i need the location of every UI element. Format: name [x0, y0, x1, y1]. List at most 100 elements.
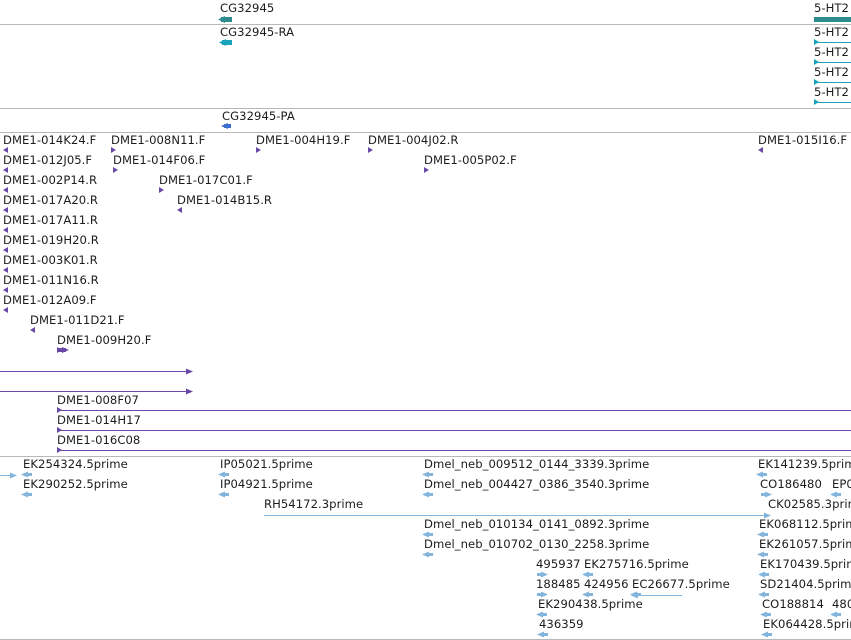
- clone-glyph[interactable]: [0, 368, 194, 375]
- clone-marker[interactable]: [56, 406, 64, 414]
- clone-marker[interactable]: [112, 166, 120, 174]
- est-glyph[interactable]: [533, 570, 549, 579]
- clone-label: DME1-016C08: [57, 433, 141, 447]
- est-glyph[interactable]: [757, 590, 773, 599]
- clone-label: DME1-019H20.R: [3, 233, 99, 247]
- track-separator: [0, 24, 851, 25]
- clone-marker[interactable]: [367, 146, 375, 154]
- est-label: 424956: [584, 577, 629, 591]
- est-glyph[interactable]: [20, 490, 36, 499]
- est-glyph[interactable]: [829, 610, 845, 619]
- clone-marker[interactable]: [255, 146, 263, 154]
- est-glyph[interactable]: [535, 610, 551, 619]
- est-label: EP0: [832, 477, 851, 491]
- transcript-glyph[interactable]: [810, 39, 851, 46]
- clone-label: DME1-002P14.R: [3, 173, 98, 187]
- clone-glyph[interactable]: [53, 447, 851, 454]
- est-glyph[interactable]: [533, 590, 549, 599]
- clone-marker[interactable]: [2, 266, 10, 274]
- est-glyph[interactable]: [217, 470, 233, 479]
- clone-marker[interactable]: [2, 246, 10, 254]
- est-glyph[interactable]: [421, 550, 437, 559]
- est-label: 436359: [539, 617, 584, 631]
- clone-marker[interactable]: [56, 426, 64, 434]
- clone-marker[interactable]: [2, 166, 10, 174]
- transcript-label: 5-HT2: [814, 85, 849, 99]
- clone-marker[interactable]: [56, 446, 64, 454]
- clone-glyph[interactable]: [0, 388, 194, 395]
- est-label: IP04921.5prime: [220, 477, 313, 491]
- clone-label: DME1-015I16.F: [758, 133, 848, 147]
- est-glyph[interactable]: [581, 590, 597, 599]
- est-glyph[interactable]: [755, 470, 771, 479]
- transcript-glyph[interactable]: [810, 79, 851, 86]
- clone-marker[interactable]: [423, 166, 431, 174]
- clone-label: DME1-011D21.F: [30, 313, 125, 327]
- clone-marker[interactable]: [2, 206, 10, 214]
- transcript-marker[interactable]: [813, 38, 821, 46]
- est-glyph[interactable]: [757, 570, 773, 579]
- est-glyph[interactable]: [260, 512, 772, 519]
- transcript-marker[interactable]: [813, 58, 821, 66]
- est-glyph[interactable]: [217, 490, 233, 499]
- transcript-marker[interactable]: [813, 78, 821, 86]
- transcript-marker[interactable]: [813, 98, 821, 106]
- est-glyph[interactable]: [630, 592, 686, 599]
- clone-marker[interactable]: [2, 146, 10, 154]
- transcript-glyph[interactable]: [810, 99, 851, 106]
- est-glyph[interactable]: [581, 570, 597, 579]
- clone-label: DME1-014B15.R: [177, 193, 273, 207]
- est-label: CK02585.3prim: [768, 497, 851, 511]
- est-label: EK068112.5prim: [759, 517, 851, 531]
- clone-marker[interactable]: [2, 226, 10, 234]
- est-glyph[interactable]: [421, 470, 437, 479]
- est-glyph[interactable]: [829, 490, 845, 499]
- est-glyph[interactable]: [20, 470, 36, 479]
- est-label: CO188814: [762, 597, 824, 611]
- clone-label: DME1-014F06.F: [113, 153, 206, 167]
- est-glyph[interactable]: [760, 630, 776, 639]
- clone-marker[interactable]: [176, 206, 184, 214]
- clone-marker[interactable]: [158, 186, 166, 194]
- clone-label: DME1-003K01.R: [3, 253, 98, 267]
- est-glyph[interactable]: [421, 490, 437, 499]
- clone-marker[interactable]: [2, 286, 10, 294]
- est-label: Dmel_neb_004427_0386_3540.3prime: [424, 477, 650, 491]
- gene-label: 5-HT2: [814, 1, 849, 15]
- est-label: EK275716.5prime: [584, 557, 689, 571]
- transcript-label: 5-HT2: [814, 65, 849, 79]
- est-glyph[interactable]: [759, 610, 775, 619]
- est-glyph[interactable]: [757, 490, 773, 499]
- est-glyph[interactable]: [0, 472, 18, 479]
- est-label: Dmel_neb_009512_0144_3339.3prime: [424, 457, 650, 471]
- est-glyph[interactable]: [536, 630, 552, 639]
- clone-marker[interactable]: [110, 146, 118, 154]
- clone-marker[interactable]: [29, 326, 37, 334]
- est-glyph[interactable]: [756, 550, 772, 559]
- clone-label: DME1-008F07: [57, 393, 139, 407]
- transcript-label: CG32945-RA: [220, 25, 295, 39]
- clone-marker[interactable]: [2, 306, 10, 314]
- est-label: EK254324.5prime: [23, 457, 128, 471]
- est-label: Dmel_neb_010702_0130_2258.3prime: [424, 537, 650, 551]
- transcript-glyph[interactable]: [218, 37, 236, 48]
- clone-label: DME1-017C01.F: [159, 173, 253, 187]
- clone-marker[interactable]: [757, 146, 765, 154]
- track-separator: [0, 108, 851, 109]
- track-separator: [0, 456, 851, 457]
- protein-glyph[interactable]: [220, 121, 235, 131]
- clone-marker[interactable]: [2, 186, 10, 194]
- est-label: EK064428.5prim: [763, 617, 851, 631]
- gene-glyph[interactable]: [810, 14, 851, 25]
- gene-glyph[interactable]: [217, 14, 236, 25]
- clone-glyph[interactable]: [53, 407, 851, 414]
- est-label: RH54172.3prime: [264, 497, 364, 511]
- transcript-glyph[interactable]: [810, 59, 851, 66]
- est-label: EK170439.5prim: [760, 557, 851, 571]
- est-glyph[interactable]: [421, 530, 437, 539]
- est-glyph[interactable]: [756, 530, 772, 539]
- clone-glyph[interactable]: [53, 427, 851, 434]
- clone-label: DME1-014H17: [57, 413, 141, 427]
- clone-glyph[interactable]: [54, 345, 70, 355]
